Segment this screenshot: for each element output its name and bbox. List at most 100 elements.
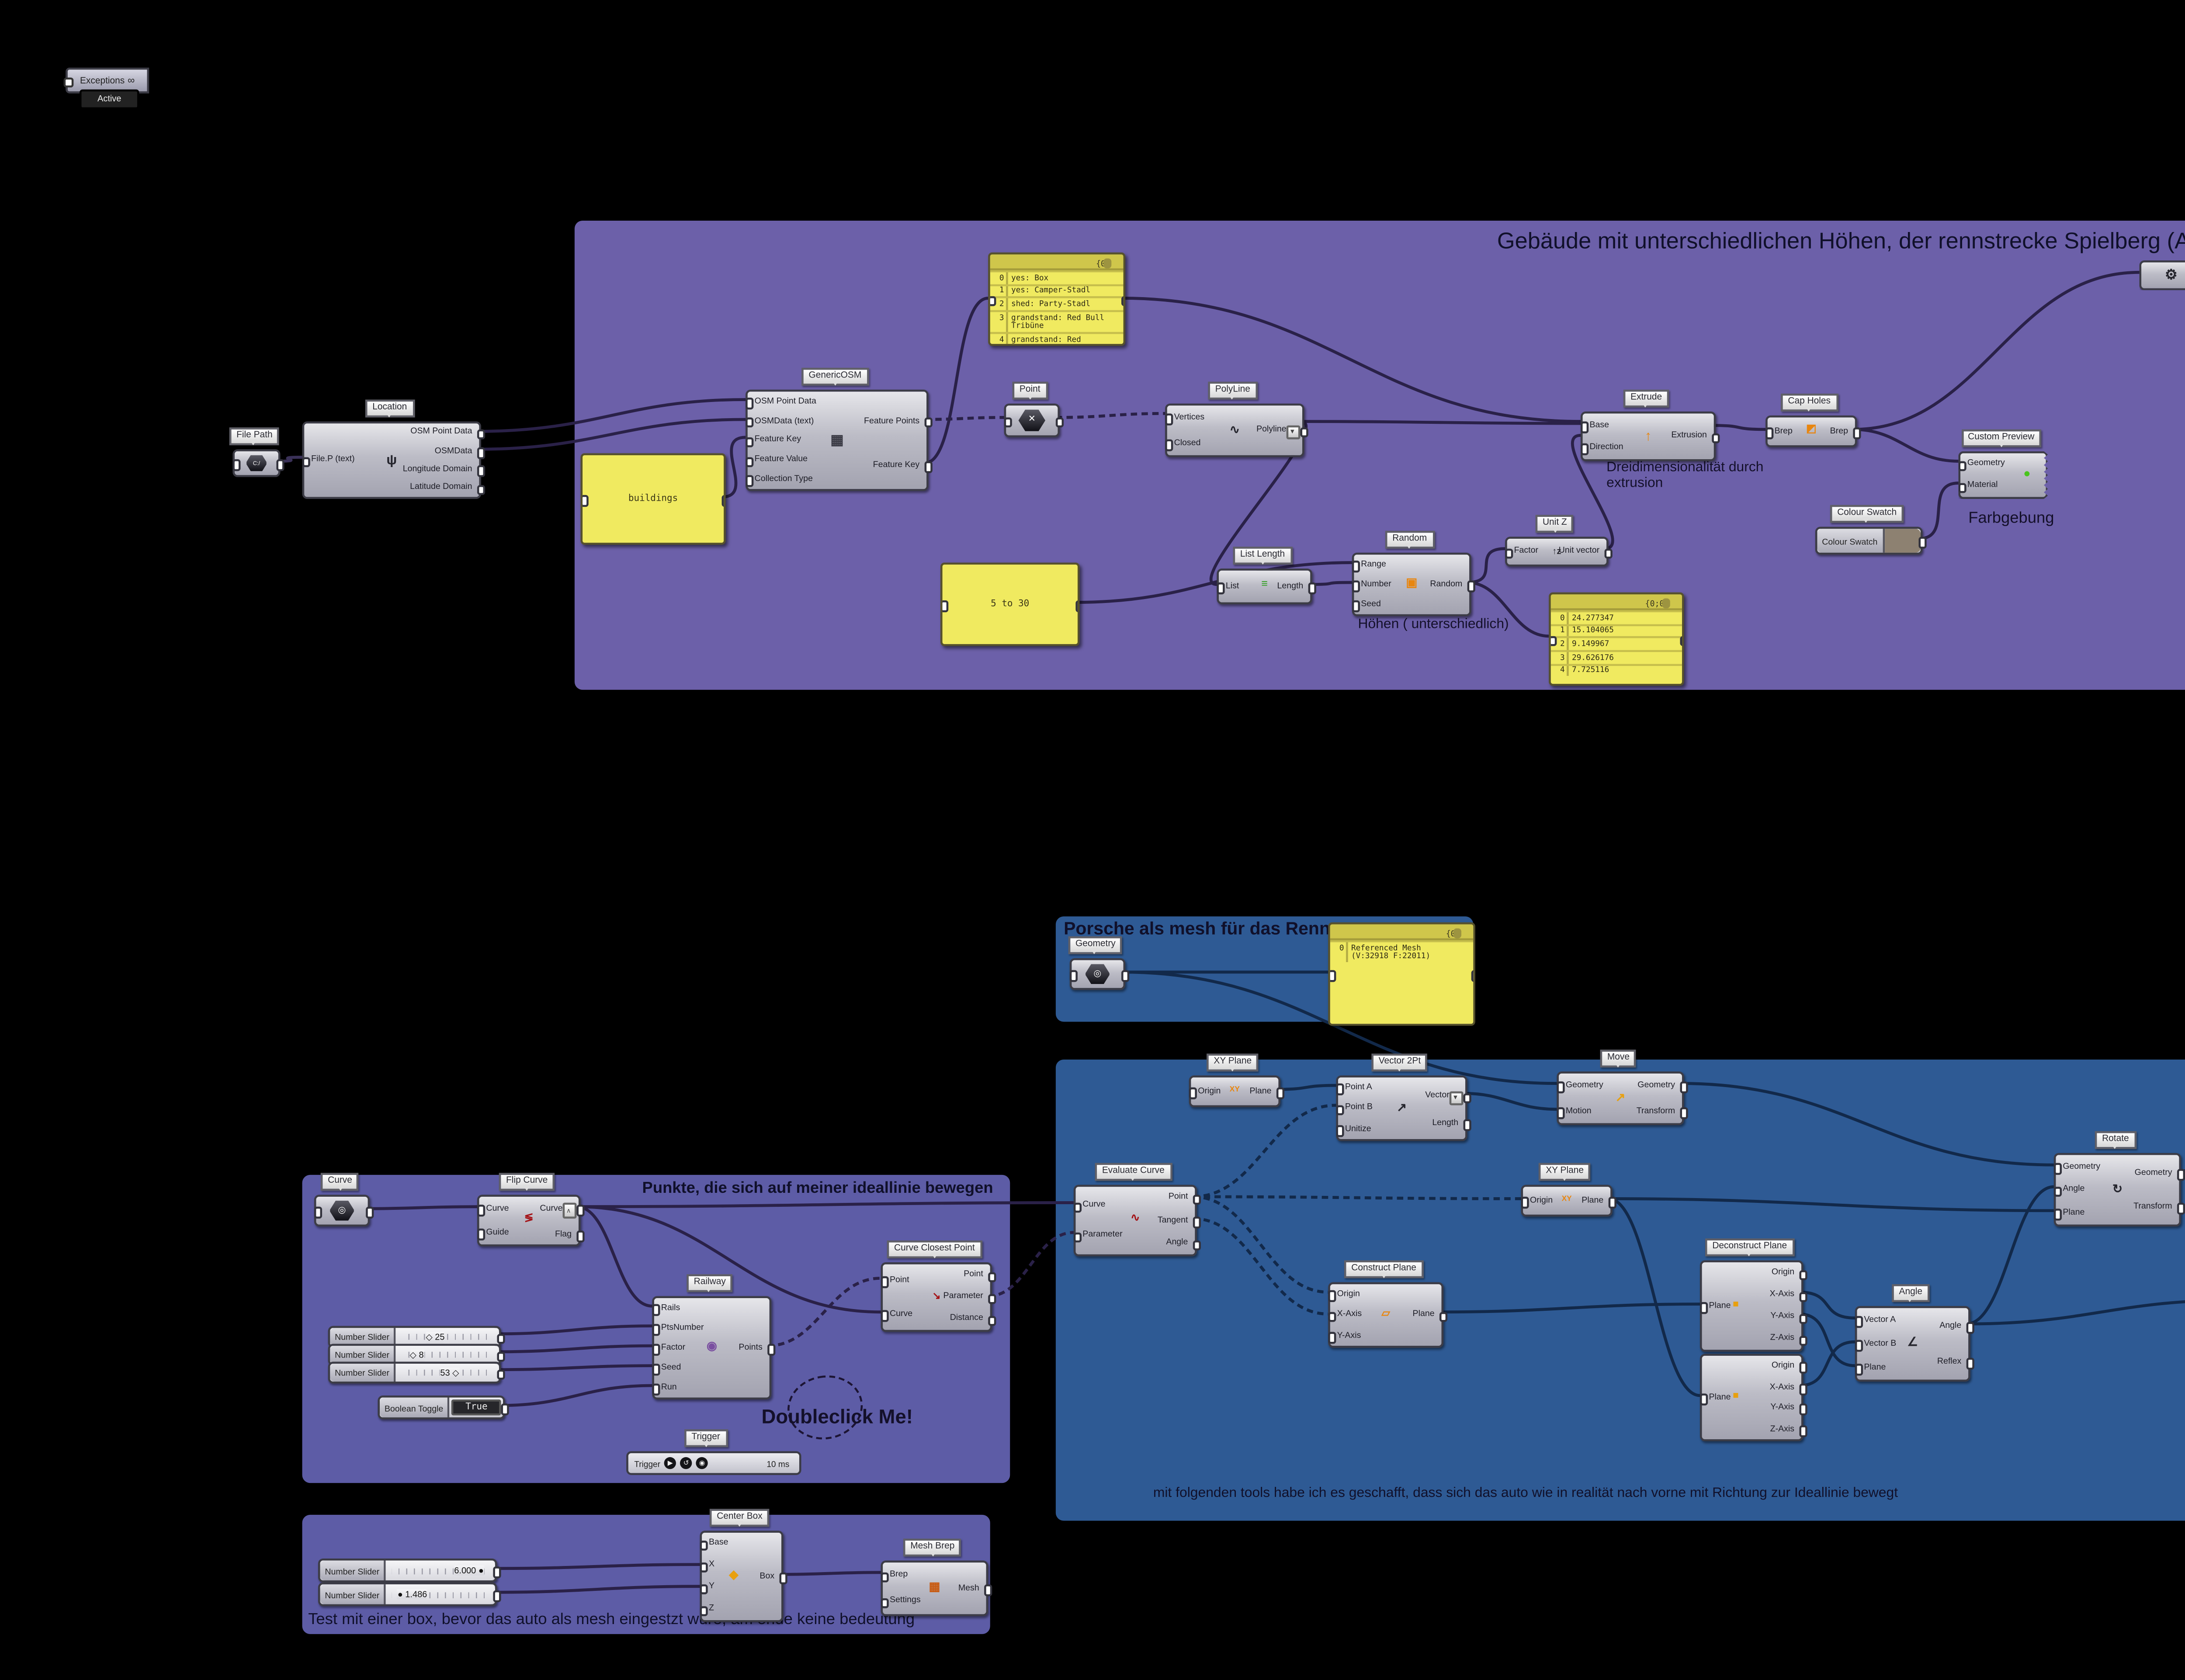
output-port[interactable] xyxy=(1798,1383,1808,1395)
slider-value[interactable]: ◇ 25 xyxy=(426,1331,445,1343)
output-port[interactable] xyxy=(983,1584,993,1596)
output-port[interactable] xyxy=(766,1344,777,1355)
input-port[interactable] xyxy=(699,1540,709,1552)
input-port[interactable] xyxy=(745,475,755,487)
output-port[interactable] xyxy=(1192,1217,1202,1228)
output-port[interactable] xyxy=(1439,1311,1448,1323)
input-port[interactable] xyxy=(1330,970,1337,982)
output-port[interactable] xyxy=(1603,548,1613,559)
reset-icon[interactable]: ↺ xyxy=(680,1457,692,1469)
input-port[interactable] xyxy=(1164,439,1174,450)
input-port[interactable] xyxy=(1003,417,1013,428)
input-port[interactable] xyxy=(745,398,755,409)
input-port[interactable] xyxy=(990,295,997,307)
input-port[interactable] xyxy=(1550,635,1558,647)
output-port[interactable] xyxy=(987,1293,997,1305)
output-port[interactable] xyxy=(1462,1092,1472,1104)
range-panel[interactable]: 5 to 30 xyxy=(940,562,1080,646)
panel-scrollbar[interactable] xyxy=(1453,927,1460,938)
input-port[interactable] xyxy=(1327,1291,1337,1302)
input-port[interactable] xyxy=(1765,428,1775,439)
output-port[interactable] xyxy=(476,429,486,440)
trigger-node[interactable]: Trigger▶↺◉10 ms xyxy=(626,1451,801,1475)
exceptions-node[interactable]: Exceptions ∞ Active xyxy=(64,67,149,108)
input-port[interactable] xyxy=(699,1605,709,1617)
input-port[interactable] xyxy=(1327,1332,1337,1343)
point-param-node[interactable]: ✕ xyxy=(1003,403,1065,437)
output-port[interactable] xyxy=(778,1573,788,1584)
input-port[interactable] xyxy=(1580,421,1590,433)
input-port[interactable] xyxy=(1520,1197,1530,1209)
slider-value[interactable]: ◇ 8 xyxy=(409,1348,424,1361)
input-port[interactable] xyxy=(1351,600,1361,612)
input-port[interactable] xyxy=(651,1324,661,1336)
output-port[interactable] xyxy=(496,1351,506,1362)
panel-scrollbar[interactable] xyxy=(1662,597,1669,608)
slider-track[interactable]: 53 ◇ xyxy=(396,1364,499,1382)
input-port[interactable] xyxy=(1556,1082,1566,1094)
output-port[interactable] xyxy=(1918,537,1928,548)
input-port[interactable] xyxy=(1958,482,1967,494)
output-port[interactable] xyxy=(1852,428,1862,439)
output-port[interactable] xyxy=(1798,1362,1808,1374)
file-path-node[interactable]: C:/ xyxy=(232,449,285,477)
slider-value[interactable]: ● 1.486 xyxy=(397,1589,427,1600)
input-port[interactable] xyxy=(1351,561,1361,572)
gear-node[interactable]: ⚙ xyxy=(2139,260,2185,291)
input-port[interactable] xyxy=(1327,1311,1337,1323)
output-port[interactable] xyxy=(1679,1082,1689,1094)
input-port[interactable] xyxy=(476,1205,486,1216)
input-port[interactable] xyxy=(2053,1209,2063,1221)
input-port[interactable] xyxy=(301,457,311,468)
output-port[interactable] xyxy=(2176,1203,2185,1215)
slider-value[interactable]: 53 ◇ xyxy=(440,1366,459,1379)
exceptions-status-badge[interactable]: Active xyxy=(79,88,139,108)
output-port[interactable] xyxy=(1965,1322,1975,1334)
input-port[interactable] xyxy=(1335,1125,1345,1136)
output-port[interactable] xyxy=(1798,1291,1808,1303)
output-port[interactable] xyxy=(492,1590,502,1602)
input-port[interactable] xyxy=(745,417,755,429)
buildings-panel[interactable]: buildings xyxy=(580,453,726,545)
input-port[interactable] xyxy=(313,1207,323,1218)
input-port[interactable] xyxy=(1854,1364,1864,1375)
output-port[interactable] xyxy=(1299,426,1309,438)
output-port[interactable] xyxy=(576,1230,586,1242)
input-port[interactable] xyxy=(1351,581,1361,592)
geometry-param-node[interactable]: ◎ xyxy=(1068,958,1131,990)
colour-swatch-node[interactable]: Colour Swatch xyxy=(1815,527,1928,555)
output-port[interactable] xyxy=(1607,1197,1617,1209)
output-port[interactable] xyxy=(476,447,486,459)
slider-track[interactable]: ◇ 8 xyxy=(396,1346,499,1364)
output-port[interactable] xyxy=(1798,1425,1808,1437)
output-port[interactable] xyxy=(496,1333,506,1344)
output-port[interactable] xyxy=(2176,1168,2185,1180)
output-port[interactable] xyxy=(1192,1239,1202,1251)
swatch-color[interactable] xyxy=(1884,529,1921,553)
output-button[interactable]: ▼ xyxy=(1448,1090,1463,1105)
input-port[interactable] xyxy=(880,1309,890,1321)
